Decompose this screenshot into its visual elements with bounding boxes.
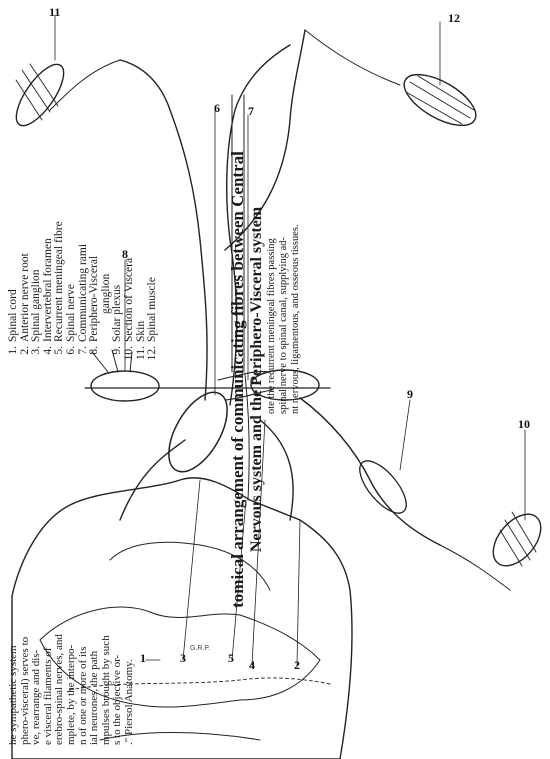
paragraph-line: ial neurones, the path bbox=[89, 634, 101, 745]
legend-item: 12.Spinal muscle bbox=[147, 221, 159, 364]
figure-title-line-2: Nervous system and the Periphero-Viscera… bbox=[248, 0, 266, 759]
paragraph-line: he sympathetic system bbox=[8, 634, 20, 745]
paragraph-line: ." Piersol Anatomy. bbox=[124, 634, 136, 745]
paragraph-line: mplete, by the interpo- bbox=[66, 634, 78, 745]
note-line: spinal nerve to spinal canal, supplying … bbox=[278, 4, 290, 414]
legend-list: 1.Spinal cord 2.Anterior nerve root 3.Sp… bbox=[8, 221, 159, 364]
note-line: nt nervous, ligamentous, and osseous tis… bbox=[290, 4, 302, 414]
quote-paragraph: he sympathetic system phero-visceral) se… bbox=[8, 634, 136, 745]
note-line: ote the recurrent meningeal fibres passi… bbox=[266, 4, 278, 414]
figure-title-line-1: tomical arrangement of communicating fib… bbox=[228, 0, 248, 759]
legend-item: 10.Section of Viscera bbox=[124, 221, 136, 364]
figure-note: ote the recurrent meningeal fibres passi… bbox=[266, 4, 302, 414]
